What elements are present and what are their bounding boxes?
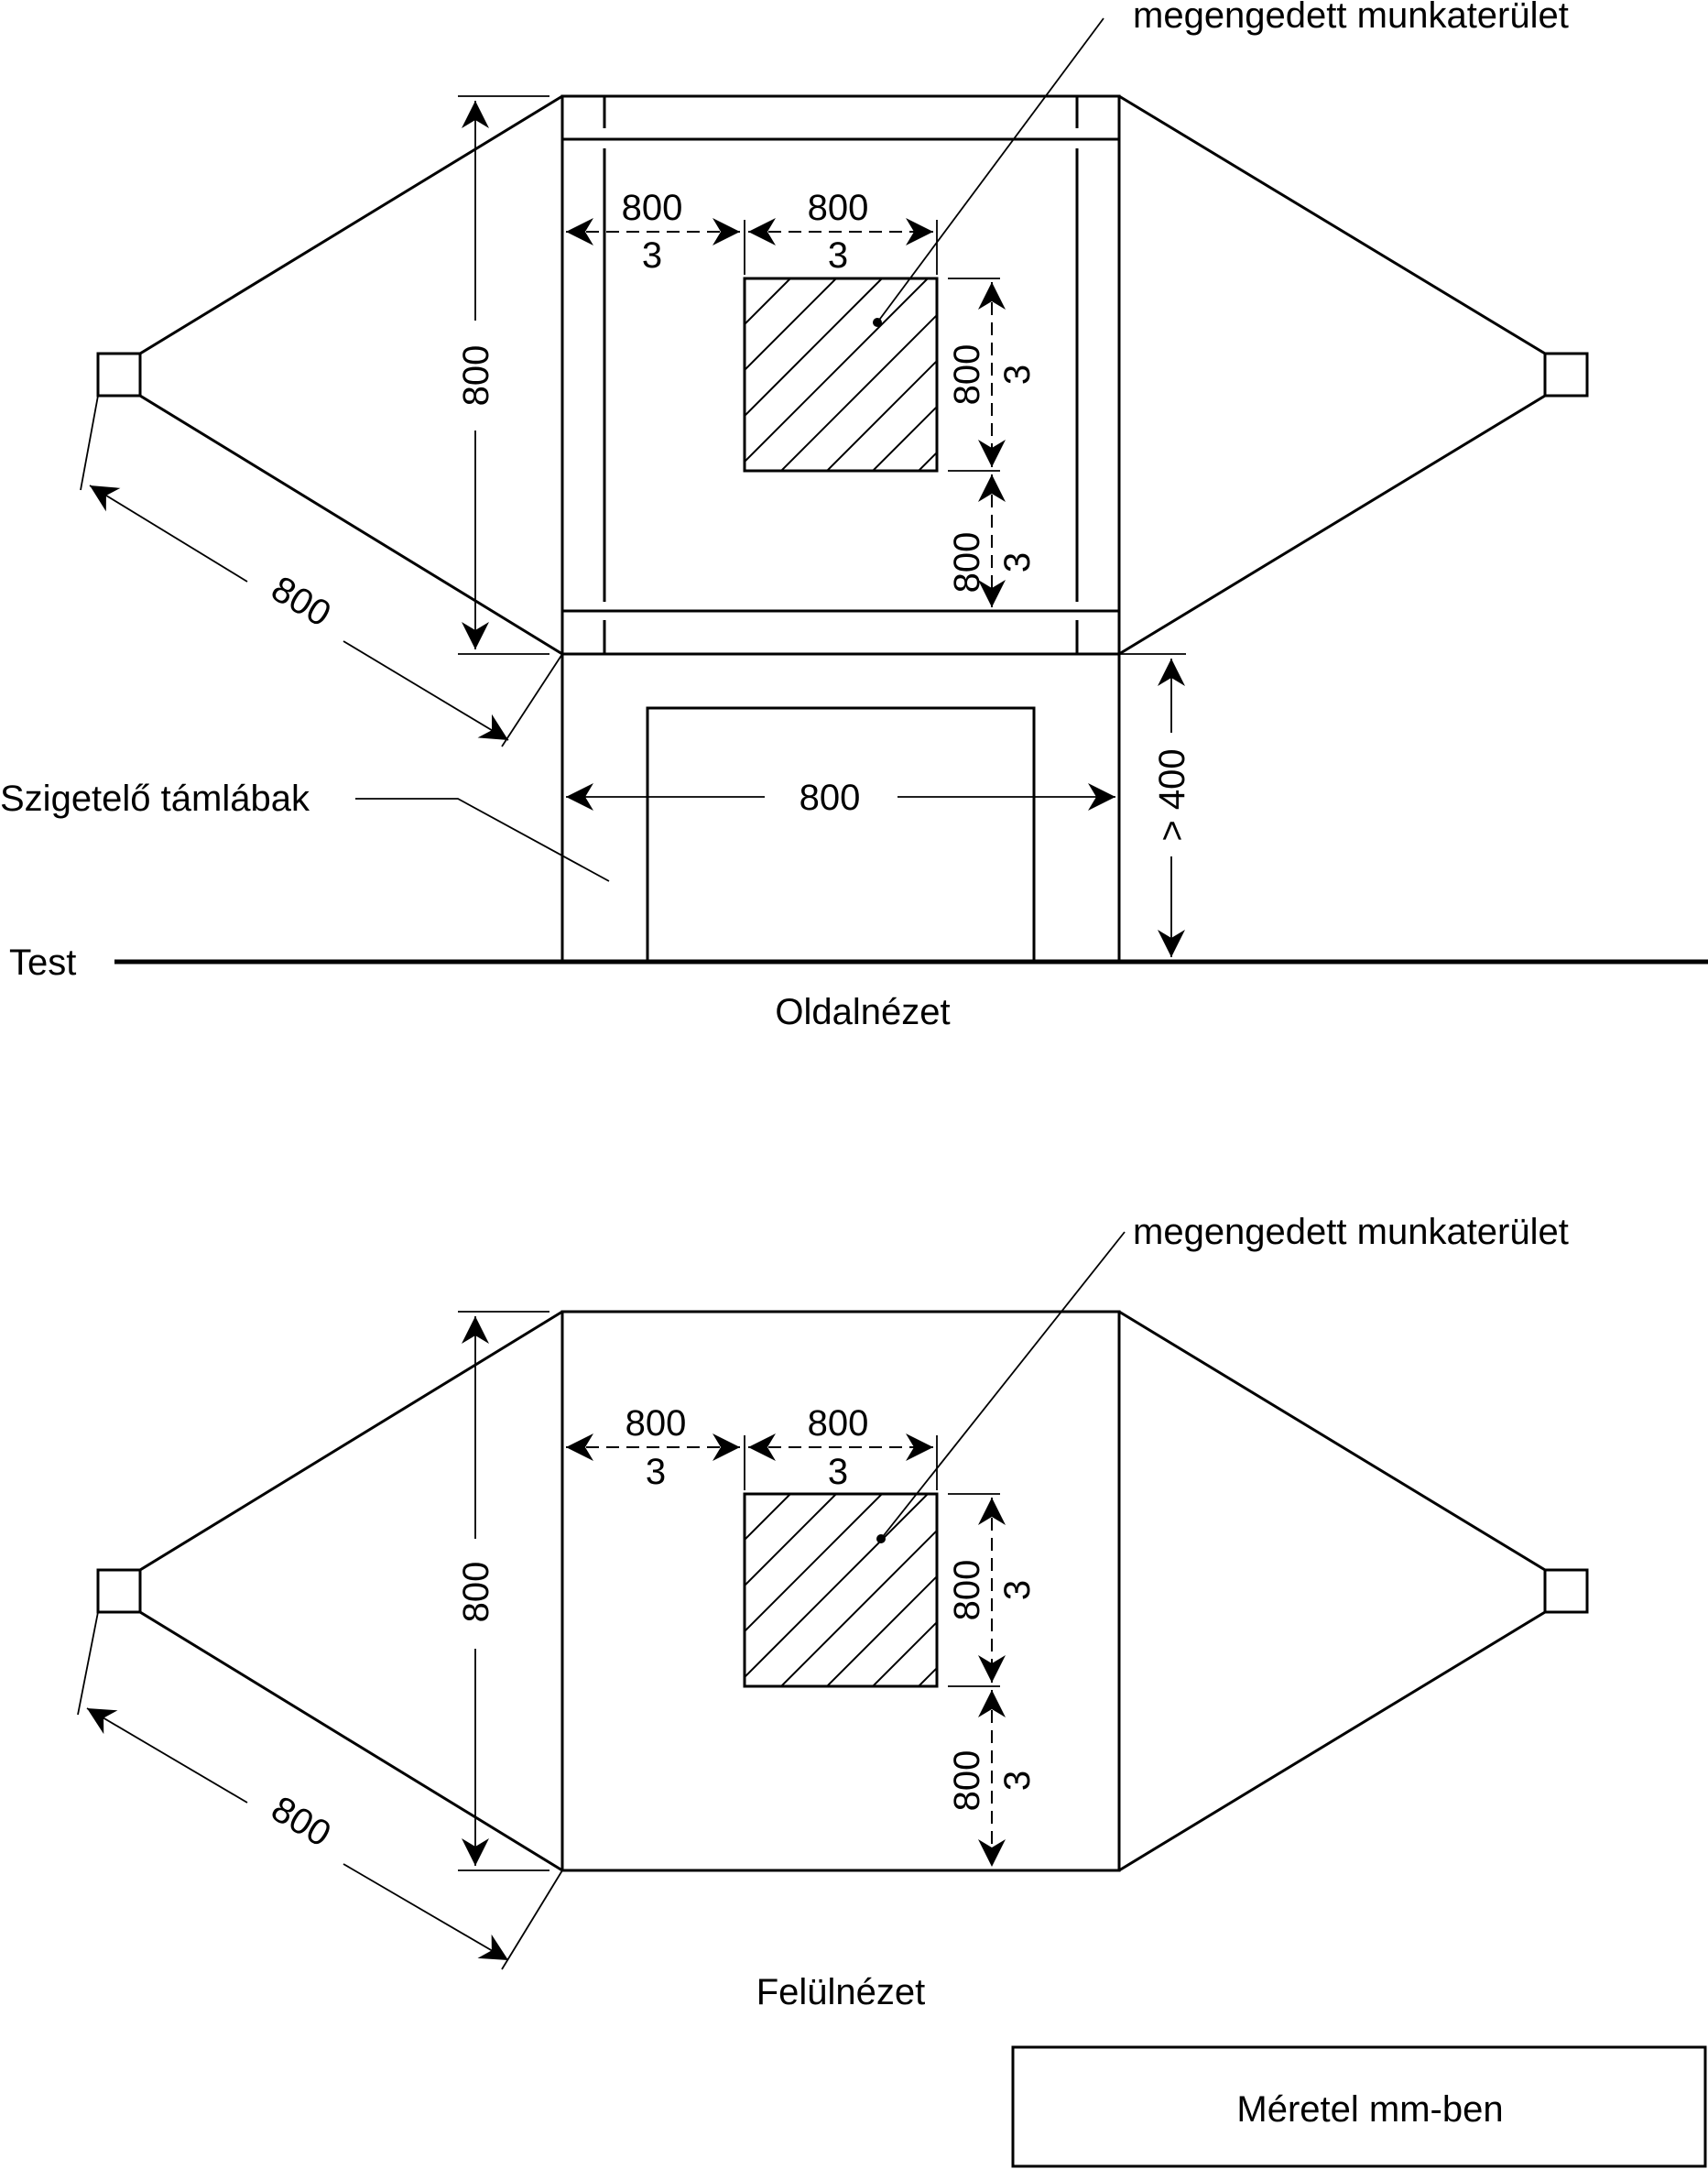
work-area-leader — [876, 17, 1104, 323]
left-electrode — [96, 352, 142, 398]
frac-num: 800 — [622, 188, 683, 228]
work-area — [743, 277, 939, 473]
work-area — [743, 1492, 939, 1688]
dim-width: 800 — [800, 778, 861, 818]
frac-den: 3 — [828, 1452, 848, 1492]
left-electrode — [96, 1568, 142, 1614]
vfrac-num: 800 — [947, 1750, 987, 1812]
support-label: Szigetelő támlábak — [0, 779, 310, 819]
ground-label: Test — [9, 943, 76, 983]
frac-den: 3 — [646, 1452, 666, 1492]
side-frame — [560, 94, 1121, 656]
support-inner — [646, 706, 1036, 962]
vfrac-num: 800 — [947, 344, 987, 406]
work-area-label: megengedett munkaterület — [1133, 0, 1569, 36]
left-wing — [138, 1310, 563, 1872]
right-electrode — [1543, 1568, 1589, 1614]
vfrac-den: 3 — [997, 1771, 1038, 1791]
support-leader — [355, 798, 610, 882]
dim-min-height: > 400 — [1152, 748, 1192, 841]
vfrac-den: 3 — [997, 1580, 1038, 1600]
right-wing — [1118, 94, 1547, 656]
side-view: megengedett munkaterület 800 800 800 3 8… — [0, 0, 1708, 1032]
vfrac-den: 3 — [997, 552, 1038, 572]
dim-height: 800 — [456, 1562, 496, 1623]
vfrac-den: 3 — [997, 365, 1038, 385]
frac-den: 3 — [828, 235, 848, 276]
frac-den: 3 — [642, 235, 662, 276]
dim-diagonal: 800 — [265, 1789, 338, 1855]
top-view-caption: Felülnézet — [756, 1972, 926, 2012]
left-wing — [138, 94, 563, 656]
top-view: megengedett munkaterület 800 800 800 3 8… — [77, 1212, 1589, 2012]
dim-height: 800 — [456, 345, 496, 407]
dim-diagonal: 800 — [265, 569, 338, 635]
units-note: Méretel mm-ben — [1236, 2089, 1503, 2130]
side-view-caption: Oldalnézet — [775, 992, 950, 1032]
work-area-label: megengedett munkaterület — [1133, 1212, 1569, 1252]
right-electrode — [1543, 352, 1589, 398]
units-note-box — [1011, 2045, 1707, 2168]
vfrac-num: 800 — [947, 532, 987, 594]
frac-num: 800 — [626, 1403, 687, 1444]
right-wing — [1118, 1310, 1547, 1872]
frac-num: 800 — [808, 1403, 869, 1444]
frac-num: 800 — [808, 188, 869, 228]
top-frame — [560, 1310, 1121, 1872]
vfrac-num: 800 — [947, 1560, 987, 1621]
work-area-leader — [880, 1231, 1126, 1540]
